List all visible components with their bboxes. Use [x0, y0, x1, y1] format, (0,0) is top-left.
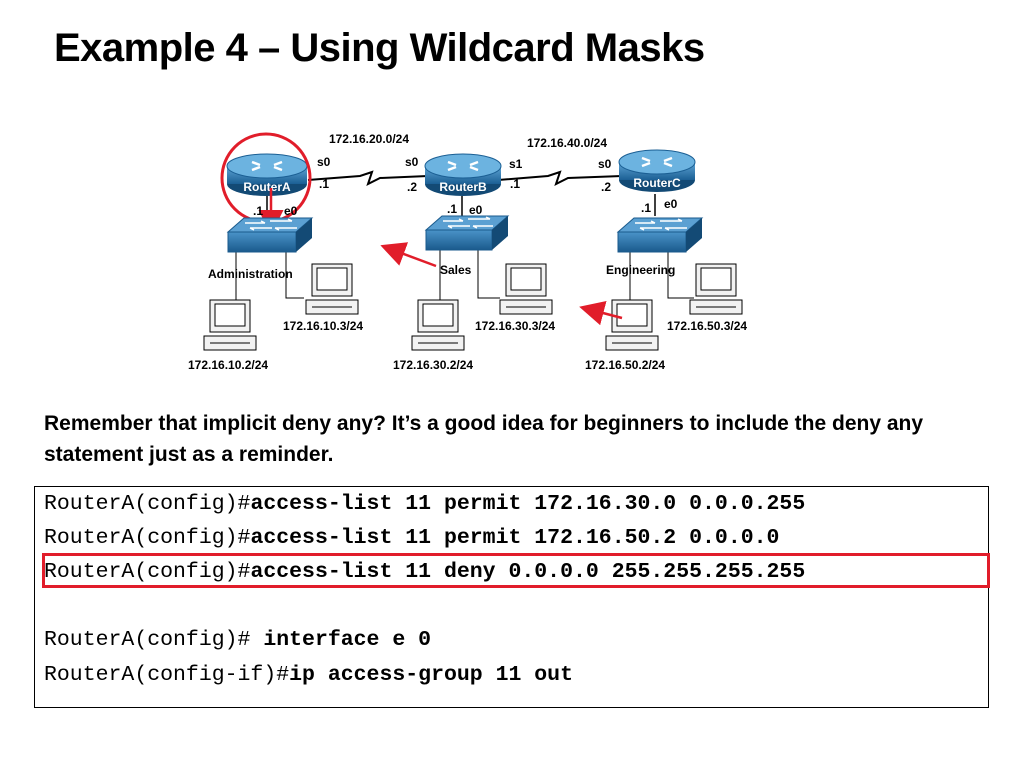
lan-engineering-label: Engineering — [606, 263, 675, 277]
router-a-icon: RouterA — [226, 153, 308, 196]
router-b-e0-label: e0 — [469, 203, 483, 217]
host-engineering-b-icon — [605, 299, 659, 351]
deny-line-highlight — [42, 553, 990, 588]
reminder-note: Remember that implicit deny any? It’s a … — [44, 412, 924, 466]
host-engineering-a-icon — [689, 263, 743, 315]
config-line: RouterA(config)#access-list 11 permit 17… — [44, 492, 806, 516]
serial-link-ab — [307, 170, 429, 186]
host-engineering-a-ip: 172.16.50.3/24 — [667, 319, 747, 333]
lan-admin-label: Administration — [208, 267, 293, 281]
router-c-icon: RouterC — [618, 149, 696, 192]
slide-title: Example 4 – Using Wildcard Masks — [54, 26, 705, 70]
router-c-e0-addr: .1 — [641, 201, 651, 215]
network-diagram: RouterA RouterB RouterC — [188, 132, 747, 372]
network-bc-label: 172.16.40.0/24 — [527, 136, 607, 150]
router-b-label: RouterB — [439, 180, 487, 194]
router-c-e0-label: e0 — [664, 197, 678, 211]
engineering-host-arrow — [579, 301, 623, 326]
switch-engineering-icon — [616, 217, 704, 253]
router-c-s0-label: s0 — [598, 157, 612, 171]
host-admin-a-ip: 172.16.10.3/24 — [283, 319, 363, 333]
host-sales-a-icon — [499, 263, 553, 315]
host-sales-a-ip: 172.16.30.3/24 — [475, 319, 555, 333]
router-b-e0-addr: .1 — [447, 202, 457, 216]
router-b-s0-label: s0 — [405, 155, 419, 169]
sales-traffic-arrow — [380, 242, 437, 268]
config-line: RouterA(config)#access-list 11 deny 0.0.… — [44, 560, 806, 584]
host-sales-b-icon — [411, 299, 465, 351]
router-c-s0-addr: .2 — [601, 180, 611, 194]
switch-sales-icon — [424, 215, 510, 251]
lan-sales-label: Sales — [440, 263, 472, 277]
config-box: RouterA(config)#access-list 11 permit 17… — [34, 486, 990, 708]
router-a-e0-label: e0 — [284, 204, 298, 218]
router-a-label: RouterA — [243, 180, 291, 194]
host-admin-b-ip: 172.16.10.2/24 — [188, 358, 268, 372]
network-ab-label: 172.16.20.0/24 — [329, 132, 409, 146]
router-a-e0-addr: .1 — [253, 204, 263, 218]
switch-admin-icon — [226, 217, 314, 253]
router-b-s0-addr: .2 — [407, 180, 417, 194]
config-line: RouterA(config)#access-list 11 permit 17… — [44, 526, 780, 550]
router-c-label: RouterC — [633, 176, 681, 190]
host-admin-b-icon — [203, 299, 257, 351]
config-line: RouterA(config-if)#ip access-group 11 ou… — [44, 663, 573, 687]
host-engineering-b-ip: 172.16.50.2/24 — [585, 358, 665, 372]
host-sales-b-ip: 172.16.30.2/24 — [393, 358, 473, 372]
host-admin-a-icon — [305, 263, 359, 315]
router-b-s1-addr: .1 — [510, 177, 520, 191]
router-b-icon: RouterB — [424, 153, 502, 196]
config-line: RouterA(config)# interface e 0 — [44, 628, 432, 652]
serial-link-bc — [497, 170, 623, 186]
router-a-s0-addr: .1 — [319, 177, 329, 191]
router-a-s0-label: s0 — [317, 155, 331, 169]
router-b-s1-label: s1 — [509, 157, 523, 171]
